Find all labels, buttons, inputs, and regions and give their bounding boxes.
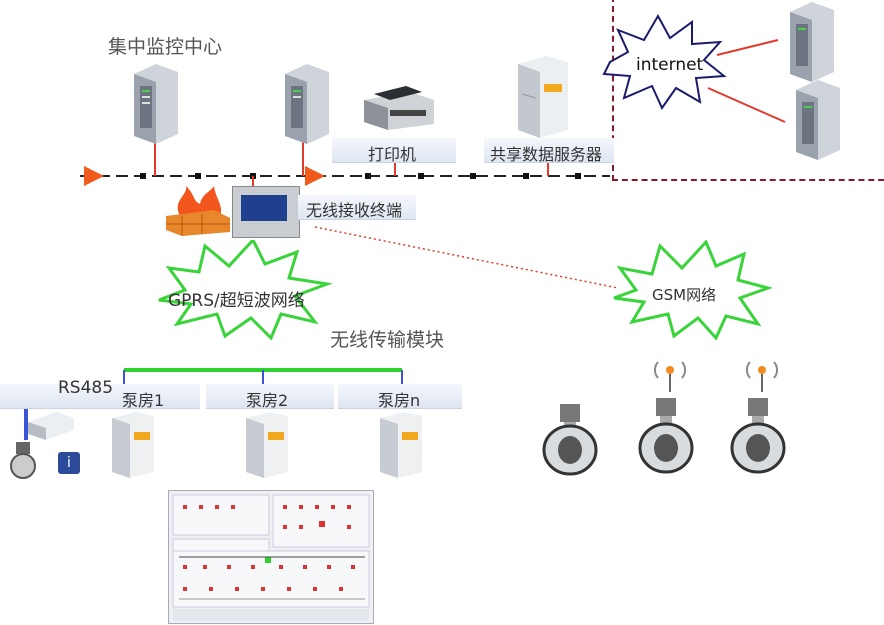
gprs-cloud — [155, 240, 335, 340]
gsm-label: GSM网络 — [652, 286, 717, 304]
shared-server-icon — [512, 54, 572, 138]
pumpn-label: 泵房n — [378, 391, 421, 410]
antenna-icon — [744, 356, 780, 392]
flowmeter-icon — [536, 398, 606, 478]
antenna-icon — [652, 356, 688, 392]
flowmeter-icon — [632, 392, 702, 478]
pump-cabinet-icon — [376, 410, 426, 480]
converter-icon — [26, 408, 76, 444]
receiver-label: 无线接收终端 — [306, 201, 403, 220]
flowmeter-icon — [6, 440, 40, 480]
server-icon — [788, 80, 844, 160]
monitoring-screen-thumbnail — [168, 490, 374, 624]
pump-cabinet-icon — [242, 410, 292, 480]
shared-server-label: 共享数据服务器 — [490, 145, 603, 164]
printer-label-box — [332, 138, 456, 163]
shared-server-label-box — [484, 138, 614, 163]
pump2-label: 泵房2 — [246, 391, 289, 410]
internet-region — [612, 0, 884, 181]
wireless-module-title: 无线传输模块 — [330, 329, 445, 351]
rs485-label: RS485 — [58, 378, 114, 398]
server-icon — [126, 64, 182, 144]
info-icon: i — [58, 452, 80, 474]
pump-label-box — [338, 384, 462, 409]
internet-cloud — [600, 12, 730, 110]
receiver-label-box — [298, 195, 416, 220]
server-icon — [277, 64, 333, 144]
terminal-icon — [232, 186, 300, 238]
printer-label: 打印机 — [368, 145, 417, 164]
internet-label: internet — [636, 55, 704, 75]
monitoring-center-title: 集中监控中心 — [108, 36, 223, 58]
server-icon — [782, 2, 838, 82]
flowmeter-icon — [724, 392, 794, 478]
pump-label-box — [206, 384, 334, 409]
firewall-icon — [162, 186, 232, 236]
gsm-cloud — [612, 240, 772, 340]
pump-cabinet-icon — [108, 410, 158, 480]
pump-label-box — [0, 384, 200, 409]
gprs-label: GPRS/超短波网络 — [168, 291, 305, 311]
pump1-label: 泵房1 — [122, 391, 165, 410]
printer-icon — [360, 84, 438, 132]
